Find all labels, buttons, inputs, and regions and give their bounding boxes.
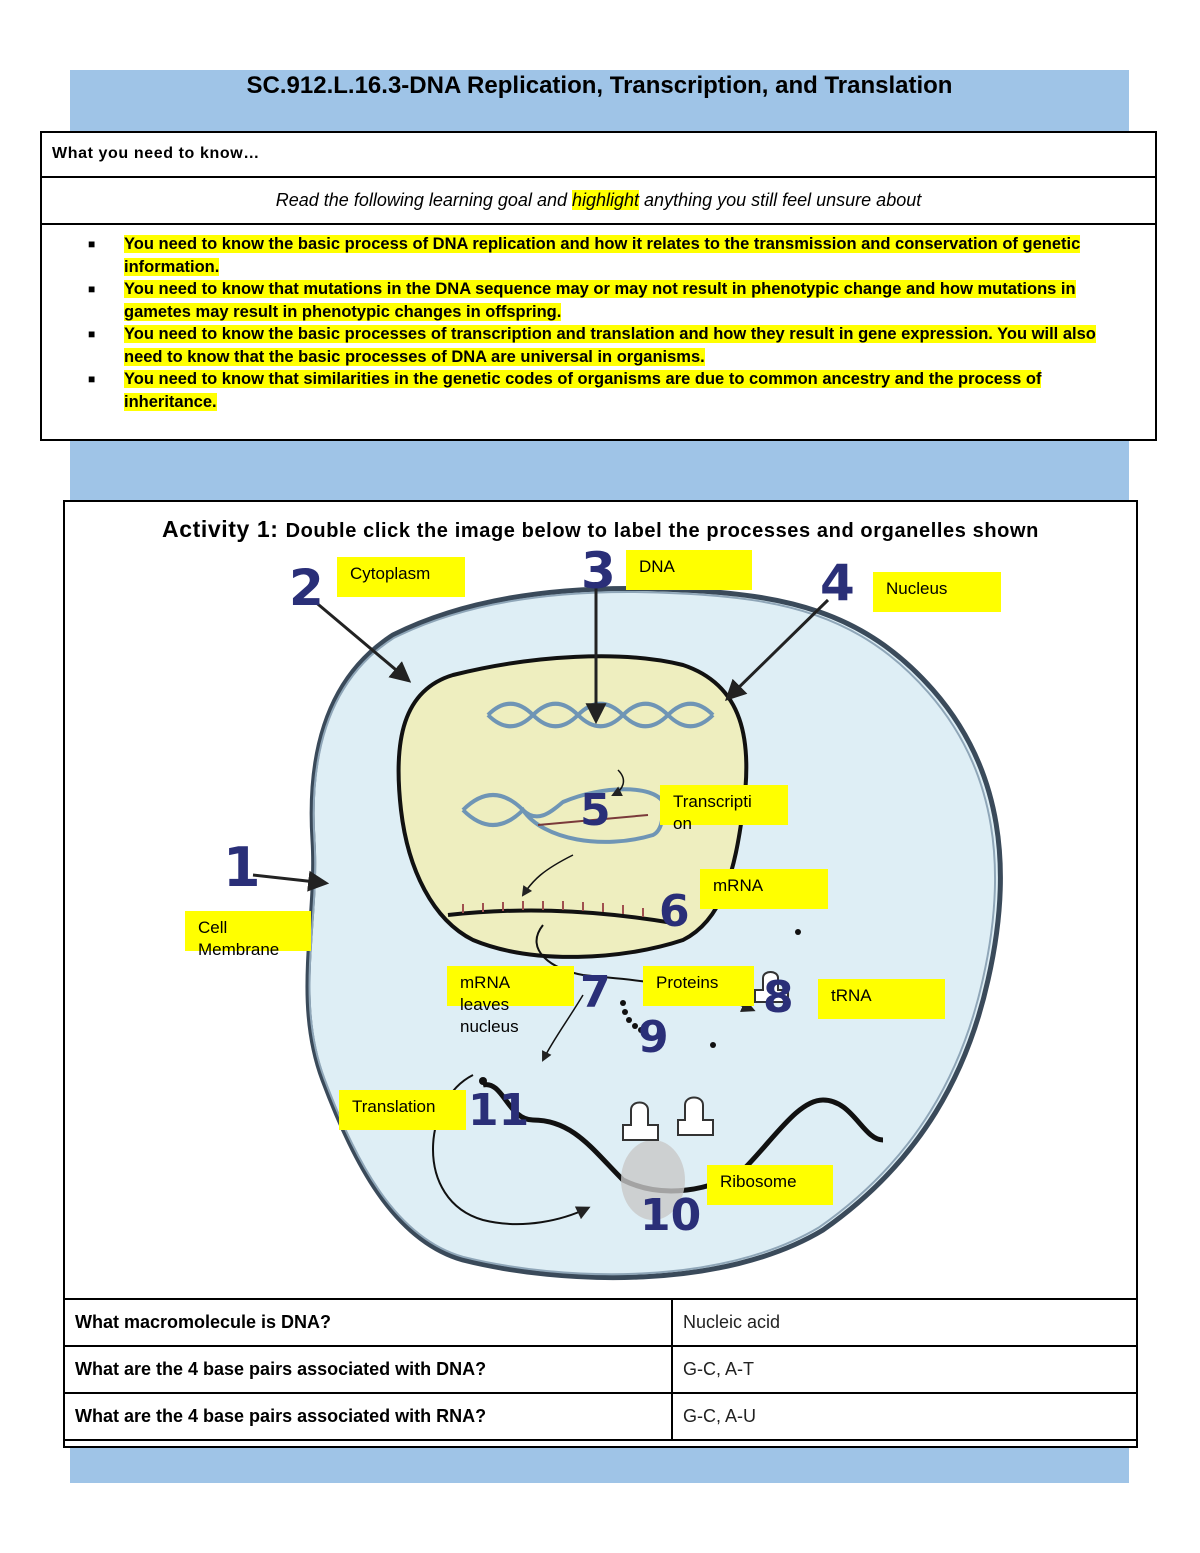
instruction-highlight: highlight [571, 190, 640, 210]
learning-goal-heading: What you need to know… [42, 133, 1155, 178]
nucleus-shape [396, 654, 749, 959]
diagram-number-11: 11 [468, 1085, 529, 1136]
label-proteins[interactable]: Proteins [643, 966, 754, 1006]
protein-chain-icon [479, 929, 801, 1085]
mrna-bases-icon [462, 901, 644, 917]
activity-title: Activity 1: Double click the image below… [65, 516, 1136, 543]
trna-icon [622, 971, 789, 1141]
table-row: What macromolecule is DNA? Nucleic acid [63, 1298, 1138, 1347]
list-item: ■You need to know the basic process of D… [88, 235, 1081, 276]
diagram-number-3: 3 [581, 542, 616, 600]
label-mrna[interactable]: mRNA [700, 869, 828, 909]
label-dna[interactable]: DNA [626, 550, 752, 590]
question-cell: What macromolecule is DNA? [63, 1298, 673, 1347]
label-cytoplasm[interactable]: Cytoplasm [337, 557, 465, 597]
label-ribosome[interactable]: Ribosome [707, 1165, 833, 1205]
header-band [70, 70, 1129, 132]
dna-to-mrna-arrow [611, 769, 625, 796]
diagram-number-9: 9 [638, 1012, 669, 1063]
learning-goal-box: What you need to know… Read the followin… [40, 131, 1157, 441]
activity-title-prefix: Activity 1: [162, 516, 286, 542]
diagram-number-6: 6 [659, 886, 690, 937]
square-bullet-icon: ■ [88, 327, 96, 341]
label-nucleus[interactable]: Nucleus [873, 572, 1001, 612]
diagram-number-2: 2 [289, 559, 324, 617]
page-title: SC.912.L.16.3-DNA Replication, Transcrip… [246, 72, 953, 99]
table-row: What are the 4 base pairs associated wit… [63, 1345, 1138, 1394]
learning-goal-list: ■You need to know the basic process of D… [42, 225, 1155, 413]
mrna-inner-arrow [521, 854, 574, 897]
transcription-bubble-icon [461, 787, 665, 844]
question-cell: What are the 4 base pairs associated wit… [63, 1392, 673, 1441]
ribosome-shape [621, 1140, 685, 1220]
diagram-number-5: 5 [580, 785, 611, 836]
cell-diagram[interactable]: 1 2 3 4 5 6 7 8 9 10 11 [63, 540, 1138, 1295]
table-row: What are the 4 base pairs associated wit… [63, 1392, 1138, 1441]
question-cell: What are the 4 base pairs associated wit… [63, 1345, 673, 1394]
mrna-strand-icon [447, 908, 674, 925]
label-trna[interactable]: tRNA [818, 979, 945, 1019]
label-cell-membrane[interactable]: Cell Membrane [185, 911, 311, 959]
diagram-number-1: 1 [223, 836, 261, 899]
mrna-ribosome-strand [482, 1082, 884, 1194]
answer-cell[interactable]: G-C, A-U [671, 1392, 1138, 1441]
label-transcription[interactable]: Transcripti on [660, 785, 788, 833]
square-bullet-icon: ■ [88, 372, 96, 386]
answer-cell[interactable]: Nucleic acid [671, 1298, 1138, 1347]
instruction-text-2: anything you still feel unsure about [639, 190, 922, 210]
label-mrna-leaves-nucleus[interactable]: mRNA leaves nucleus [447, 966, 574, 1036]
mrna-to-ribosome-arrow [542, 994, 584, 1062]
footer-band [70, 1447, 1129, 1483]
list-item: ■You need to know the basic processes of… [88, 325, 1096, 366]
learning-goal-instruction: Read the following learning goal and hig… [42, 178, 1155, 225]
diagram-number-7: 7 [580, 967, 611, 1018]
list-item: ■You need to know that mutations in the … [88, 280, 1076, 321]
diagram-number-10: 10 [640, 1190, 701, 1241]
cell-membrane-inner [308, 590, 997, 1276]
activity-title-text: Double click the image below to label th… [285, 520, 1039, 542]
questions-table: What macromolecule is DNA? Nucleic acid … [63, 1298, 1138, 1441]
diagram-number-4: 4 [820, 554, 855, 612]
square-bullet-icon: ■ [88, 237, 96, 251]
label-translation[interactable]: Translation [339, 1090, 466, 1130]
pointer-arrows [252, 582, 830, 892]
diagram-number-8: 8 [763, 972, 794, 1023]
square-bullet-icon: ■ [88, 282, 96, 296]
instruction-text-1: Read the following learning goal and [275, 190, 572, 210]
answer-cell[interactable]: G-C, A-T [671, 1345, 1138, 1394]
spacer-band [70, 441, 1129, 501]
list-item: ■You need to know that similarities in t… [88, 370, 1042, 411]
